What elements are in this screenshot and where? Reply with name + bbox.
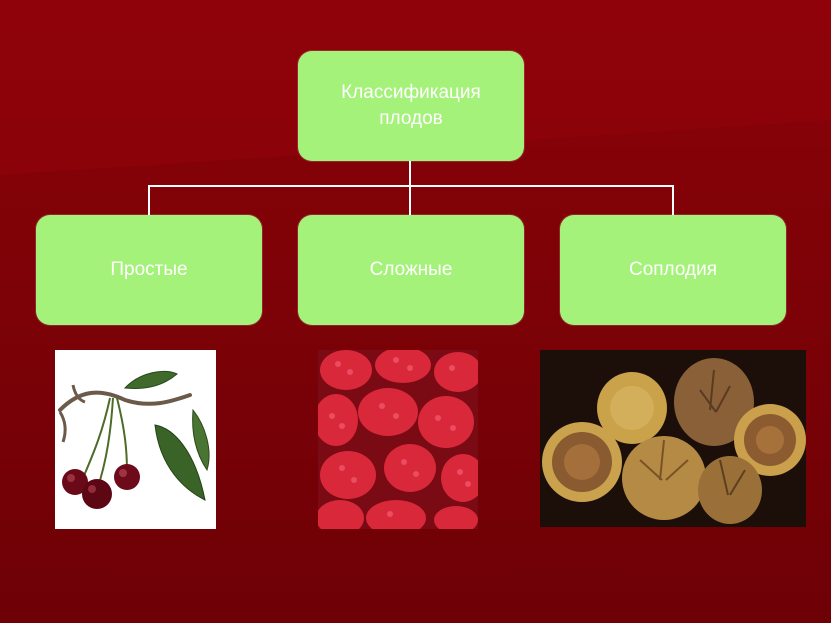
connector-left-drop [148, 185, 150, 215]
connector-middle-drop [409, 185, 411, 215]
node-compound-fruits-label: Сложные [370, 257, 453, 283]
root-node-label: Классификация плодов [316, 80, 506, 132]
node-infructescence-label: Соплодия [629, 257, 717, 283]
connector-root-stem [409, 161, 411, 187]
root-node: Классификация плодов [298, 51, 524, 161]
figs-photo [540, 350, 806, 527]
connector-right-drop [672, 185, 674, 215]
node-simple-fruits-label: Простые [110, 257, 187, 283]
node-simple-fruits: Простые [36, 215, 262, 325]
raspberries-photo [318, 350, 478, 529]
node-infructescence: Соплодия [560, 215, 786, 325]
connector-horizontal-bar [148, 185, 674, 187]
node-compound-fruits: Сложные [298, 215, 524, 325]
cherry-branch-illustration [55, 350, 216, 529]
